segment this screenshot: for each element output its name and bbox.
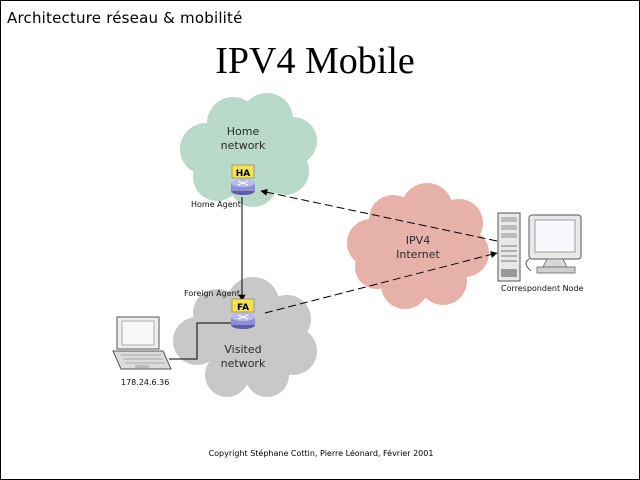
correspondent-caption: Correspondent Node bbox=[501, 284, 584, 293]
ha-tag-label: HA bbox=[236, 169, 251, 179]
home-agent-caption: Home Agent bbox=[191, 200, 241, 209]
fa-tag-label: FA bbox=[237, 303, 249, 313]
server-tower-icon bbox=[497, 212, 521, 282]
ha-tag-box bbox=[231, 164, 255, 179]
slide-title: IPV4 Mobile bbox=[215, 40, 415, 82]
home-network-label-line2: network bbox=[221, 139, 266, 152]
mobile-node: 178.24.6.36 bbox=[112, 316, 172, 387]
internet-label-line2: Internet bbox=[396, 248, 440, 261]
home-agent-router-icon bbox=[231, 179, 255, 195]
foreign-agent-node: FA Foreign Agent bbox=[184, 289, 255, 329]
foreign-agent-router-icon bbox=[231, 313, 255, 329]
mobile-node-ip: 178.24.6.36 bbox=[121, 378, 169, 387]
monitor-icon bbox=[525, 214, 582, 274]
laptop-icon bbox=[112, 316, 172, 370]
foreign-agent-caption: Foreign Agent bbox=[184, 289, 240, 298]
course-header: Architecture réseau & mobilité bbox=[7, 9, 243, 27]
fa-to-mobile-link bbox=[169, 322, 231, 360]
correspondent-node: Correspondent Node bbox=[497, 212, 584, 293]
visited-network-label-line2: network bbox=[221, 357, 266, 370]
internet-label-line1: IPV4 bbox=[406, 234, 430, 247]
visited-network-label-line1: Visited bbox=[224, 343, 261, 356]
cn-to-ha-dashed-link bbox=[260, 188, 498, 242]
home-agent-node: HA Home Agent bbox=[191, 164, 255, 209]
home-network-label-line1: Home bbox=[227, 125, 260, 138]
fa-to-cn-dashed-link bbox=[264, 251, 498, 314]
fa-tag-box bbox=[231, 298, 255, 313]
copyright-footer: Copyright Stéphane Cottin, Pierre Léonar… bbox=[208, 449, 434, 458]
